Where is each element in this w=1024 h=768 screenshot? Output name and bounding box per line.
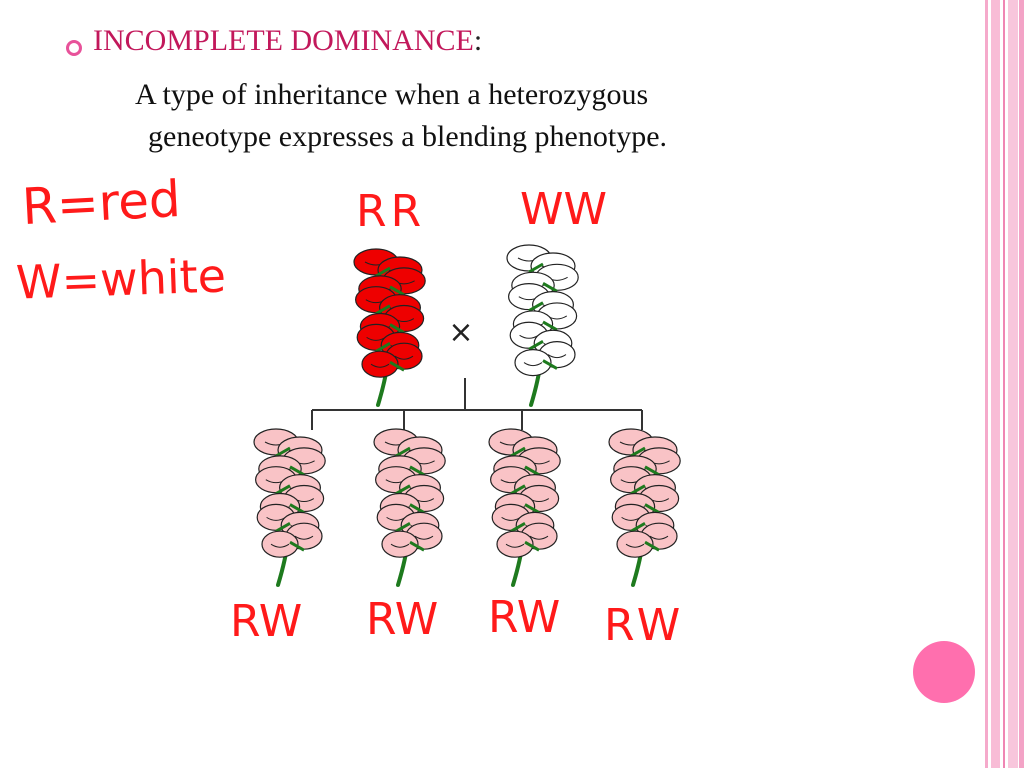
slide-title: INCOMPLETE DOMINANCE: — [93, 24, 482, 58]
slide-title-colon: : — [473, 24, 483, 57]
parent-genotype-red: RR — [356, 186, 426, 237]
decor-stripe — [1003, 0, 1005, 768]
decor-stripe — [1019, 0, 1024, 768]
pink-snapdragon-icon — [608, 428, 681, 587]
pedigree-lines — [311, 378, 643, 430]
flowers — [253, 244, 681, 587]
white-snapdragon-icon — [506, 244, 579, 407]
definition-line-2: geneotype expresses a blending phenotype… — [148, 120, 668, 153]
offspring-genotype: RW — [366, 594, 439, 645]
pink-snapdragon-icon — [488, 428, 561, 587]
pink-snapdragon-icon — [253, 428, 326, 587]
definition-line-1: A type of inheritance when a heterozygou… — [135, 78, 649, 111]
decor-stripe — [985, 0, 988, 768]
cross-symbol: × — [448, 315, 473, 350]
decor-stripe — [991, 0, 1000, 768]
parent-genotype-white: WW — [520, 184, 608, 235]
slide-title-text: INCOMPLETE DOMINANCE — [93, 24, 474, 57]
red-snapdragon-icon — [353, 248, 426, 407]
offspring-genotype: RW — [230, 596, 303, 647]
decor-stripe — [1008, 0, 1018, 768]
ring-bullet-icon — [66, 40, 82, 56]
offspring-genotype: RW — [488, 592, 561, 643]
decor-dot — [913, 641, 975, 703]
offspring-genotype: RW — [604, 600, 685, 651]
pink-snapdragon-icon — [373, 428, 446, 587]
